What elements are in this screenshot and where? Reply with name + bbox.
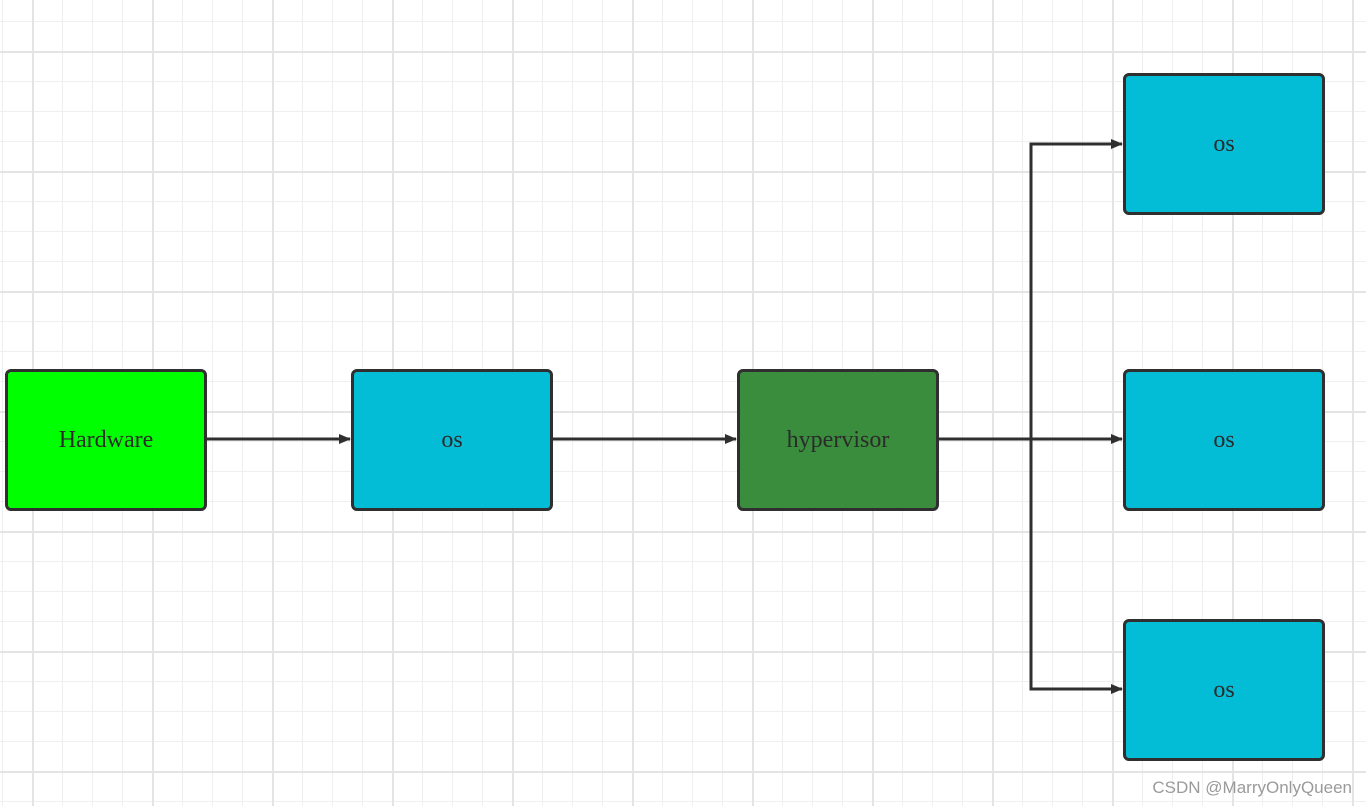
node-host-os[interactable]: os: [351, 369, 553, 511]
edge-hypervisor-to-os-top: [939, 139, 1123, 441]
node-guest-os-middle[interactable]: os: [1123, 369, 1325, 511]
node-hypervisor[interactable]: hypervisor: [737, 369, 939, 511]
node-guest-os-bottom[interactable]: os: [1123, 619, 1325, 761]
edge-hypervisor-to-os-bottom: [939, 437, 1123, 694]
watermark-text: CSDN @MarryOnlyQueen: [1152, 778, 1352, 797]
node-hardware[interactable]: Hardware: [5, 369, 207, 511]
node-guest-os-top[interactable]: os: [1123, 73, 1325, 215]
